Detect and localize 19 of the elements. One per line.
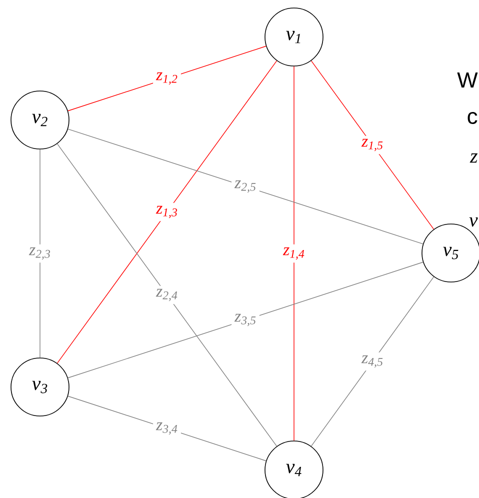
edge-label: z$_{1,3}$ (156, 206, 178, 218)
edge-label: z$_{2,5}$ (234, 180, 256, 193)
edge-label: z$_{4,5}$ (361, 355, 383, 368)
edge-label: z$_{1,5}$ (361, 138, 383, 152)
edge-label: z$_{3,4}$ (156, 422, 178, 435)
text-fragment: c (468, 112, 478, 124)
edge-label: z$_{3,5}$ (234, 314, 256, 326)
edge-line (56, 60, 278, 364)
edge-label: z$_{1,2}$ (156, 72, 178, 85)
edge-line (310, 276, 434, 447)
edge-line (68, 128, 424, 244)
edge-label: z$_{2,4}$ (156, 288, 178, 302)
text-fragment: z (470, 153, 478, 163)
edge-line (310, 60, 434, 230)
text-fragment: W (457, 72, 478, 88)
edge-label: z$_{2,3}$ (28, 247, 50, 260)
edge-line (68, 262, 424, 378)
edge-label: z$_{1,4}$ (282, 247, 304, 260)
edge-line (56, 143, 278, 447)
